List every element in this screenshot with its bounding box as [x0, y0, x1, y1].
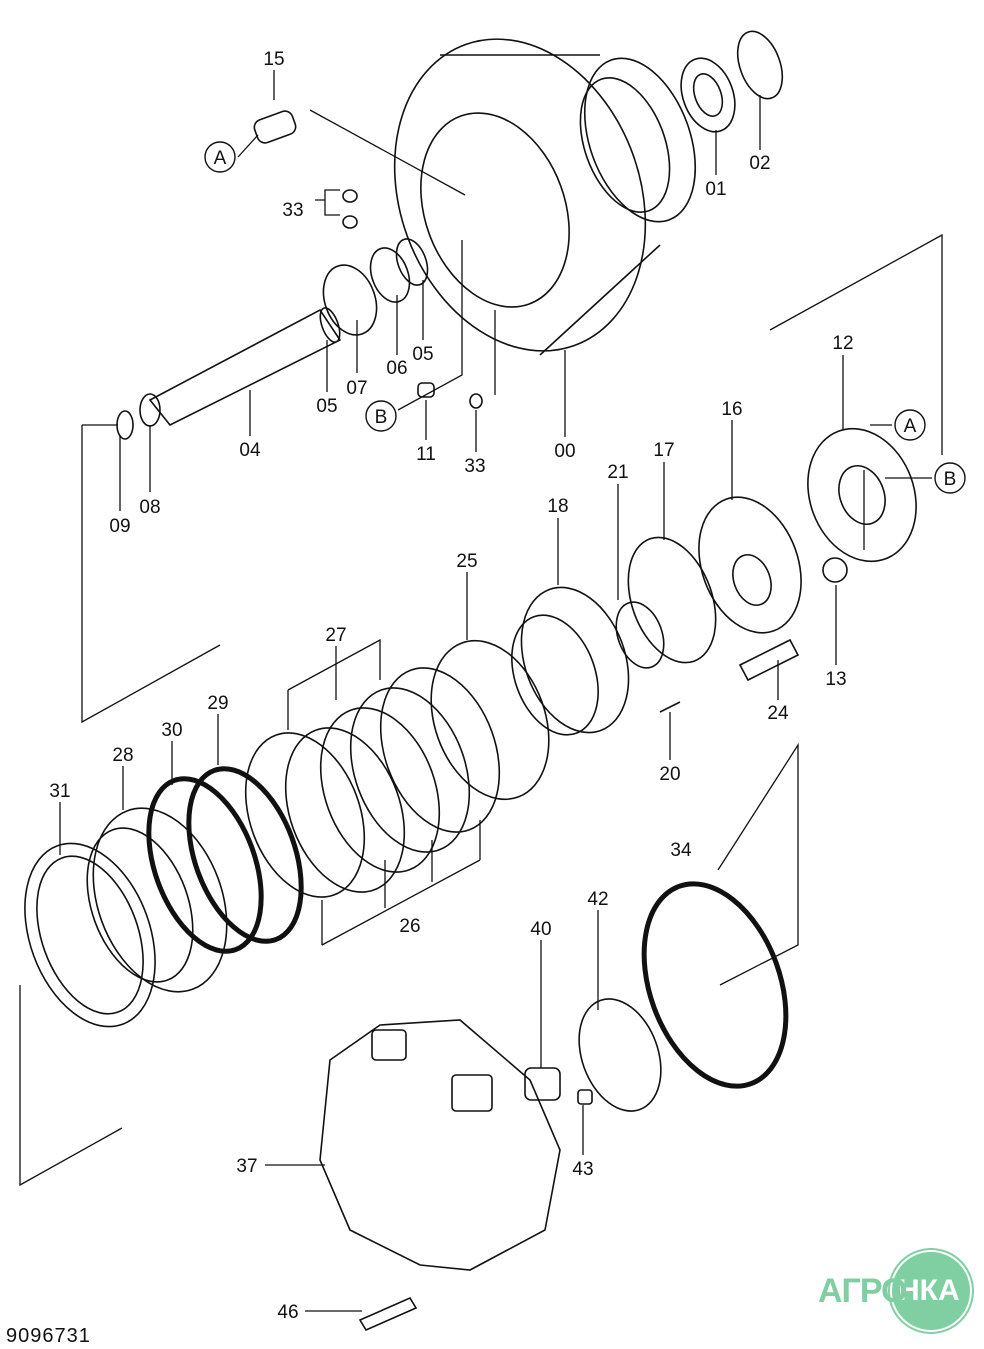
plate-part-17 — [627, 536, 717, 664]
label-20: 20 — [659, 764, 680, 785]
part-labels: 15 33 01 02 00 05 06 07 05 04 11 33 08 0… — [49, 49, 853, 1323]
label-05: 05 — [412, 344, 433, 365]
label-43: 43 — [572, 1159, 593, 1180]
brand-logo: НКА АГРО — [818, 1250, 972, 1332]
o-ring-part-34 — [641, 881, 789, 1089]
ref-marker-a-right: A — [894, 409, 926, 441]
label-04: 04 — [239, 440, 261, 461]
label-05: 05 — [316, 396, 337, 417]
ring-part-31 — [24, 842, 156, 1028]
label-16: 16 — [721, 399, 742, 420]
gear-part-18 — [511, 586, 630, 736]
label-07: 07 — [346, 378, 367, 399]
pin-part-43 — [577, 1089, 593, 1105]
label-08: 08 — [139, 497, 160, 518]
ref-marker-b-left: B — [365, 400, 397, 432]
label-27: 27 — [325, 625, 346, 646]
logo-text-left: АГРО — [818, 1272, 908, 1310]
label-02: 02 — [749, 153, 770, 174]
label-18: 18 — [547, 496, 568, 517]
label-34: 34 — [670, 840, 692, 861]
piston-part-28 — [86, 807, 228, 993]
logo-text-right: НКА — [898, 1274, 960, 1307]
label-25: 25 — [456, 551, 477, 572]
ref-marker-a-top: A — [204, 141, 236, 173]
label-15: 15 — [263, 49, 284, 70]
label-09: 09 — [109, 516, 130, 537]
label-46: 46 — [277, 1302, 298, 1323]
bearing-part-01 — [680, 57, 736, 133]
part-21 — [615, 601, 665, 669]
label-13: 13 — [825, 669, 846, 690]
svg-text:A: A — [904, 416, 917, 437]
label-33: 33 — [282, 200, 303, 221]
label-06: 06 — [386, 358, 407, 379]
friction-plates-part-26-27 — [244, 667, 501, 898]
label-17: 17 — [653, 440, 674, 461]
snap-ring-part-02 — [736, 30, 784, 100]
svg-text:B: B — [944, 469, 957, 490]
seal-ring-part-30 — [146, 776, 264, 954]
housing-part-00 — [393, 38, 697, 356]
svg-text:A: A — [214, 148, 227, 169]
seal-ring-part-29 — [186, 766, 304, 944]
logo-circle: НКА — [890, 1250, 972, 1332]
label-26: 26 — [399, 916, 420, 937]
bearing-part-40 — [524, 1067, 561, 1101]
part-16 — [698, 496, 802, 634]
spring-part-20 — [659, 701, 681, 713]
label-11: 11 — [416, 444, 436, 465]
label-12: 12 — [832, 333, 853, 354]
label-29: 29 — [207, 693, 228, 714]
leader-lines — [19, 70, 943, 1312]
valve-plate-part-42 — [578, 998, 662, 1112]
label-31: 31 — [49, 781, 70, 802]
o-rings-part-33 — [342, 189, 483, 409]
svg-text:B: B — [375, 407, 388, 428]
label-42: 42 — [587, 889, 608, 910]
label-40: 40 — [530, 919, 551, 940]
pin-part-24 — [738, 638, 800, 682]
cover-part-12 — [807, 427, 917, 563]
label-30: 30 — [161, 720, 182, 741]
valve-cover-part-37 — [319, 1019, 561, 1271]
label-00: 00 — [554, 441, 575, 462]
label-21: 21 — [607, 462, 628, 483]
label-33: 33 — [464, 456, 485, 477]
drawing-number: 9096731 — [6, 1325, 91, 1347]
pin-part-15 — [253, 110, 297, 144]
part-25 — [430, 639, 550, 801]
label-28: 28 — [112, 745, 133, 766]
ref-marker-b-right: B — [934, 462, 966, 494]
label-24: 24 — [767, 703, 789, 724]
bolt-part-46 — [358, 1296, 418, 1332]
ball-part-13 — [822, 557, 848, 583]
label-37: 37 — [236, 1156, 257, 1177]
label-01: 01 — [705, 179, 726, 200]
